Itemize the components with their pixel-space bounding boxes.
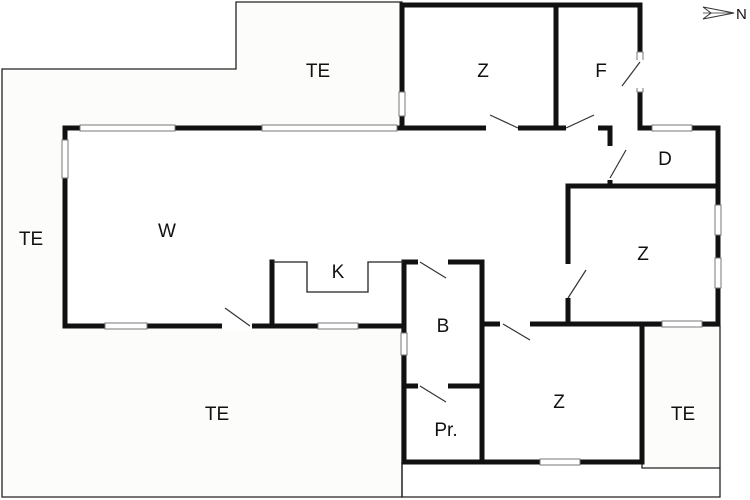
door-leaf — [419, 385, 447, 403]
label-bedroom-bottom: Z — [553, 392, 565, 413]
door-leaf — [502, 323, 531, 341]
door — [418, 257, 448, 267]
door — [635, 60, 645, 88]
door-leaf — [224, 307, 251, 327]
terrace-outline-bottom — [401, 462, 721, 498]
label-pr: Pr. — [434, 420, 457, 441]
window — [714, 257, 722, 289]
door — [563, 264, 573, 298]
door-leaf — [489, 114, 519, 129]
label-room-f: F — [595, 61, 607, 82]
label-room-d: D — [658, 149, 672, 170]
window — [61, 139, 69, 179]
label-terrace-left: TE — [19, 229, 43, 250]
window — [400, 332, 408, 356]
window — [317, 322, 359, 330]
kitchen-counter — [272, 261, 404, 293]
door-leaf — [609, 149, 627, 179]
door-leaf — [567, 269, 587, 299]
door — [222, 321, 252, 331]
north-label: N — [736, 6, 747, 23]
window — [714, 204, 722, 236]
window — [104, 322, 148, 330]
label-kitchen: K — [332, 262, 345, 283]
label-bedroom-right: Z — [637, 244, 649, 265]
label-living: W — [158, 221, 176, 242]
label-bathroom: B — [437, 316, 450, 337]
door — [605, 146, 615, 180]
window — [661, 320, 703, 328]
door-leaf — [419, 261, 447, 279]
label-terrace-bottom-left: TE — [205, 404, 229, 425]
north-arrow-icon — [702, 6, 735, 20]
door — [566, 124, 598, 133]
terrace-outline — [1, 1, 403, 498]
label-bedroom-top-left: Z — [477, 61, 489, 82]
label-terrace-top: TE — [306, 61, 330, 82]
door — [500, 319, 530, 329]
window — [398, 91, 406, 117]
door-leaf — [565, 114, 595, 129]
terrace-outline-right — [641, 325, 721, 469]
window — [79, 124, 176, 132]
window — [539, 458, 581, 466]
window — [651, 124, 693, 132]
door — [486, 124, 518, 133]
door-leaf — [621, 61, 641, 87]
door — [418, 381, 448, 391]
window — [261, 124, 398, 132]
label-terrace-bottom-right: TE — [671, 404, 695, 425]
